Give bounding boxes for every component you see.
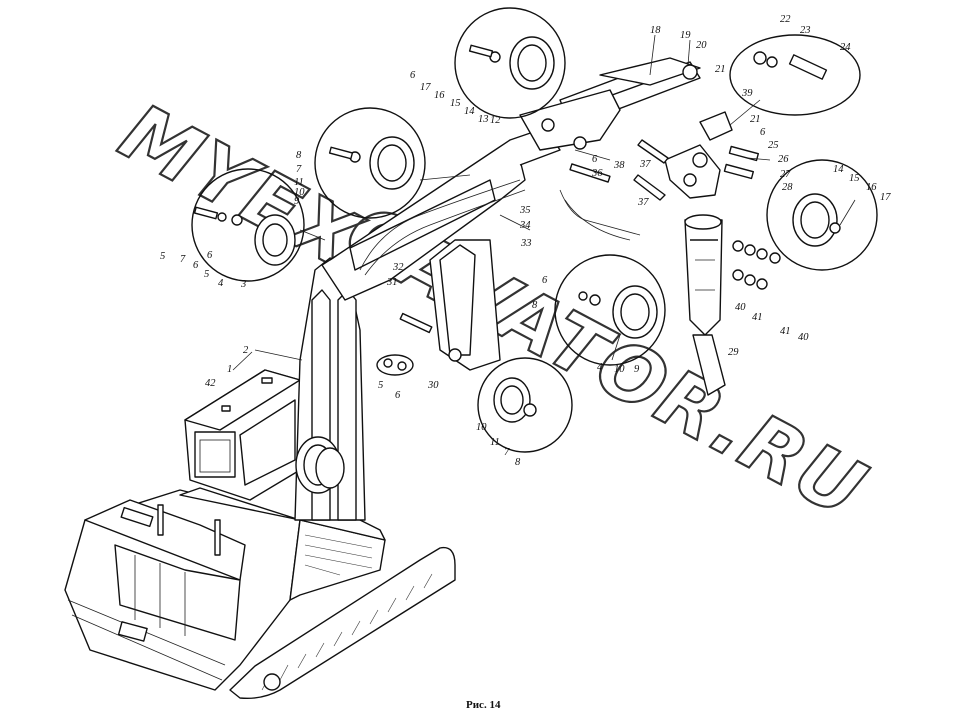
callout-23: 23 xyxy=(800,25,811,36)
detail-washer-5-6 xyxy=(376,354,414,376)
callout-37a: 37 xyxy=(639,159,651,170)
callout-5a: 5 xyxy=(204,269,209,280)
callout-7a: 7 xyxy=(180,254,186,265)
detail-circle-bottom xyxy=(477,357,573,453)
callout-4: 4 xyxy=(218,278,224,289)
callout-40b: 40 xyxy=(798,332,809,343)
detail-circle-pin-24 xyxy=(729,34,861,116)
detail-circle-left xyxy=(191,168,305,282)
callout-6b: 6 xyxy=(207,250,213,261)
callout-6c: 6 xyxy=(410,70,416,81)
callout-6a: 6 xyxy=(193,260,199,271)
callout-25: 25 xyxy=(768,140,779,151)
callout-24: 24 xyxy=(840,42,851,53)
callout-3: 3 xyxy=(240,279,246,290)
nuts-40-41 xyxy=(732,240,781,290)
callout-18: 18 xyxy=(650,25,661,36)
callout-14b: 14 xyxy=(833,164,844,175)
callout-11b: 11 xyxy=(490,437,500,448)
detail-circle-top xyxy=(454,7,566,119)
callout-13: 13 xyxy=(478,114,489,125)
detail-circle-center xyxy=(554,254,666,366)
callout-9b: 9 xyxy=(634,364,640,375)
callout-16b: 16 xyxy=(866,182,877,193)
breaker-hammer xyxy=(684,214,726,396)
figure-caption: Рис. 14 xyxy=(466,699,501,711)
callout-30: 30 xyxy=(427,380,439,391)
callout-39: 39 xyxy=(741,88,753,99)
callout-1: 1 xyxy=(227,364,232,375)
callout-10a: 10 xyxy=(294,187,305,198)
callout-32: 32 xyxy=(392,262,404,273)
callout-35: 35 xyxy=(519,205,531,216)
callout-7b: 7 xyxy=(296,164,302,175)
callout-10c: 10 xyxy=(476,422,487,433)
callout-42: 42 xyxy=(205,378,216,389)
callout-8c: 8 xyxy=(515,457,521,468)
callout-38: 38 xyxy=(613,160,625,171)
callout-34: 34 xyxy=(519,220,531,231)
callout-15b: 15 xyxy=(849,173,860,184)
callout-17b: 17 xyxy=(880,192,891,203)
callout-8a: 8 xyxy=(296,150,302,161)
callout-9a: 9 xyxy=(294,196,300,207)
callout-36: 36 xyxy=(591,168,603,179)
callout-17a: 17 xyxy=(420,82,431,93)
callout-21b: 21 xyxy=(750,114,761,125)
callout-7c: 7 xyxy=(504,447,510,458)
callout-29: 29 xyxy=(728,347,739,358)
callout-16a: 16 xyxy=(434,90,445,101)
callout-27: 27 xyxy=(780,169,791,180)
callout-8b: 8 xyxy=(532,300,538,311)
detail-circle-right xyxy=(766,159,878,271)
callout-37b: 37 xyxy=(637,197,649,208)
detail-circle-upper-left xyxy=(314,107,426,219)
callout-4b: 4 xyxy=(597,362,603,373)
callout-5c: 5 xyxy=(378,380,383,391)
callout-26: 26 xyxy=(778,154,789,165)
callout-22: 22 xyxy=(780,14,791,25)
callout-labels: 1 42 2 3 4 5 6 7 5 6 8 9 10 11 7 6 17 16… xyxy=(160,14,891,468)
boom-assembly xyxy=(294,57,759,521)
callout-19: 19 xyxy=(680,30,691,41)
callout-6d: 6 xyxy=(760,127,766,138)
leader-lines xyxy=(232,34,856,371)
callout-10b: 10 xyxy=(614,364,625,375)
callout-14a: 14 xyxy=(464,106,475,117)
callout-15a: 15 xyxy=(450,98,461,109)
callout-40a: 40 xyxy=(735,302,746,313)
excavator-body xyxy=(64,369,456,700)
callout-11a: 11 xyxy=(294,177,304,188)
callout-20: 20 xyxy=(696,40,707,51)
callout-21a: 21 xyxy=(715,64,726,75)
callout-6e: 6 xyxy=(592,154,598,165)
callout-33: 33 xyxy=(520,238,532,249)
callout-5b: 5 xyxy=(160,251,165,262)
callout-12: 12 xyxy=(490,115,501,126)
callout-41a: 41 xyxy=(752,312,763,323)
callout-28: 28 xyxy=(782,182,793,193)
callout-6f: 6 xyxy=(542,275,548,286)
callout-2: 2 xyxy=(243,345,249,356)
callout-31: 31 xyxy=(386,277,398,288)
callout-41b: 41 xyxy=(780,326,791,337)
callout-6g: 6 xyxy=(395,390,401,401)
